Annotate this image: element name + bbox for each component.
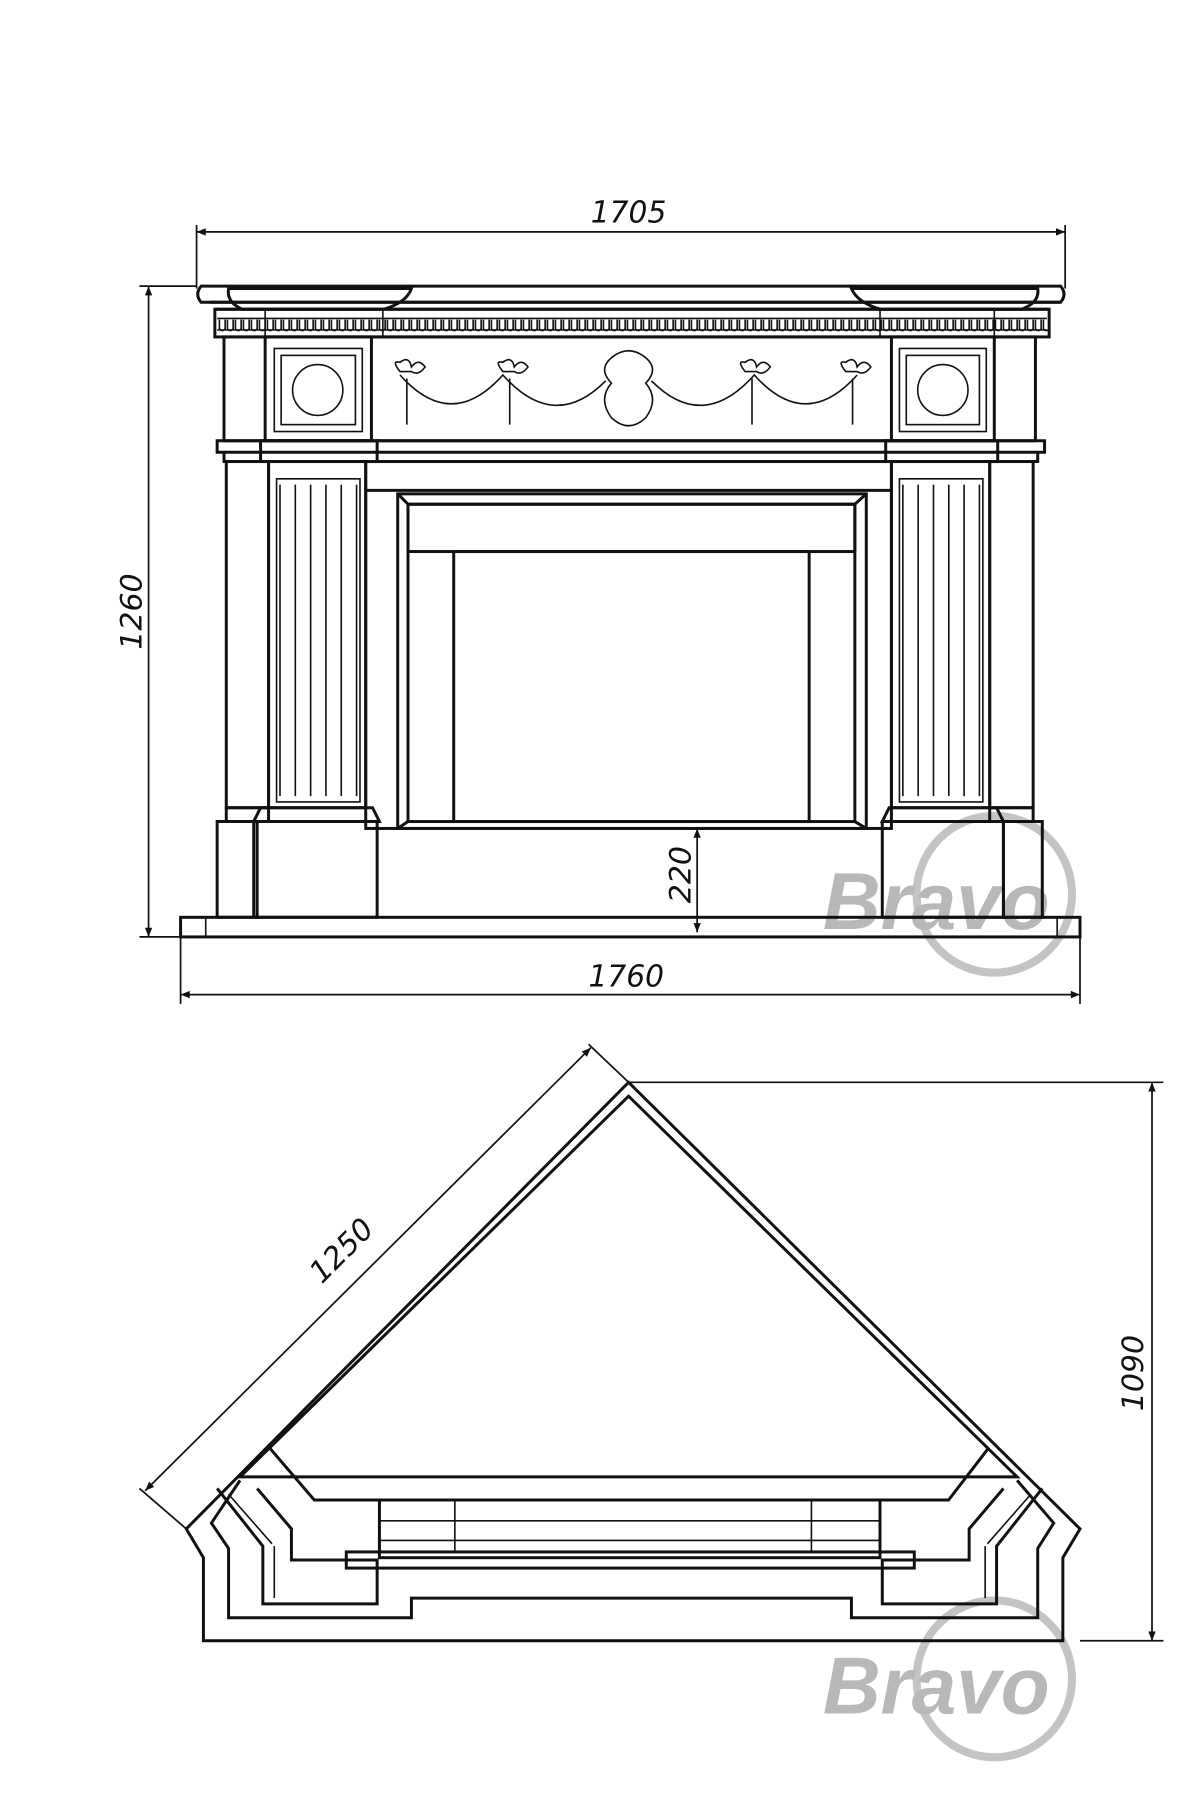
watermark-text: Bravo [823,1641,1050,1731]
dimension-width-top: 1705 [195,196,1066,289]
svg-text:1260: 1260 [115,573,150,649]
watermark-text: Bravo [823,857,1050,947]
rosette-right [916,363,969,417]
plan-view [184,1080,1082,1643]
dimension-height: 1260 [115,285,197,938]
pilaster-right [889,460,992,810]
plan-outline [184,1080,1082,1643]
front-elevation [179,284,1082,939]
firebox-frame [396,492,868,830]
rosette-left [291,363,344,417]
dimension-side-length: 1250 [138,1043,630,1530]
svg-text:1090: 1090 [1116,1335,1151,1411]
watermark-logo-top: Bravo [823,811,1076,977]
column-outer-right [988,460,1035,810]
dimension-width-base: 1760 [179,936,1081,1004]
surround [364,460,893,830]
pilaster-left [267,460,368,810]
svg-text:220: 220 [663,846,698,903]
watermark-logo-bottom: Bravo [823,1596,1076,1762]
cartouche [603,349,654,427]
svg-text:1760: 1760 [588,959,664,994]
svg-text:1250: 1250 [303,1212,381,1291]
garland-ornament [394,349,872,427]
firebox-opening [452,550,811,824]
dimension-base-height: 220 [663,828,701,933]
hearth-base [179,915,1082,939]
svg-text:1705: 1705 [591,196,667,231]
column-outer-left [224,460,271,810]
dimension-depth: 1090 [628,1081,1164,1642]
